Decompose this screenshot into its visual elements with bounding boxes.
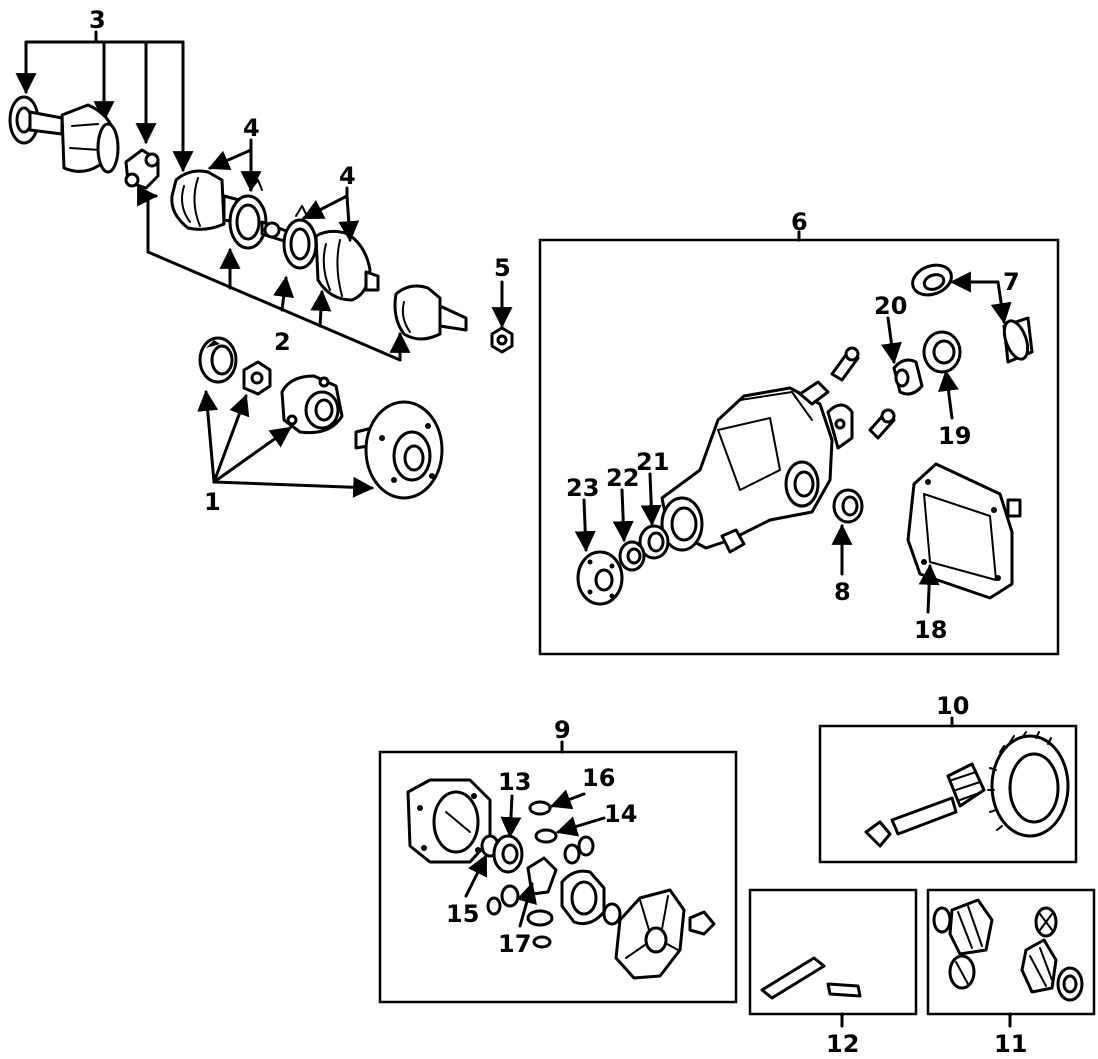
side-seal-19 xyxy=(922,330,962,420)
callout-15: 15 xyxy=(446,900,479,928)
wheel-hub-flange xyxy=(354,400,444,500)
callout-6: 6 xyxy=(791,208,808,236)
callout-10: 10 xyxy=(936,692,969,720)
outer-joint-stub xyxy=(393,284,468,341)
tripod-joint xyxy=(124,148,160,190)
differential-case-box xyxy=(378,740,738,1004)
callout-12: 12 xyxy=(826,1030,859,1058)
callout-7: 7 xyxy=(1003,268,1020,296)
callout-21: 21 xyxy=(636,448,669,476)
callout-4-right: 4 xyxy=(339,162,356,190)
axle-shaft-assembly xyxy=(8,30,468,362)
callout-3: 3 xyxy=(89,6,106,34)
pinion-bearing-22 xyxy=(612,488,646,572)
callout-5: 5 xyxy=(494,254,511,282)
callout-17: 17 xyxy=(498,930,531,958)
rear-cover-18 xyxy=(906,462,1022,614)
differential-carrier xyxy=(660,380,854,554)
bearing-housing xyxy=(280,374,344,435)
diff-case-half-right xyxy=(614,888,716,980)
axle-nut xyxy=(490,280,514,354)
pinion-gears-11 xyxy=(932,898,1084,1002)
callout-2: 2 xyxy=(274,328,291,356)
callout-8: 8 xyxy=(834,578,851,606)
callout-16: 16 xyxy=(582,764,615,792)
callout-4-left: 4 xyxy=(243,114,260,142)
callout-20: 20 xyxy=(874,292,907,320)
hub-nut xyxy=(242,360,272,396)
differential-assembly-box xyxy=(538,230,1060,656)
callout-19: 19 xyxy=(938,422,971,450)
callout-9: 9 xyxy=(554,716,571,744)
breather-plug-20 xyxy=(881,316,924,396)
callout-23: 23 xyxy=(566,474,599,502)
pinion-shaft-17 xyxy=(516,856,558,928)
side-gear-right xyxy=(560,869,622,926)
gasket-12 xyxy=(760,956,862,1000)
hub-bearing-group xyxy=(197,336,444,500)
callout-14: 14 xyxy=(604,800,637,828)
callout-11: 11 xyxy=(994,1030,1027,1058)
gasket-box xyxy=(748,888,918,1028)
axle-seal-8 xyxy=(831,488,864,576)
ring-pinion-box xyxy=(818,716,1078,864)
boot-clamp-1 xyxy=(228,179,268,250)
outer-cv-joint-housing xyxy=(60,103,120,174)
callout-1: 1 xyxy=(204,488,221,516)
gear-set-box xyxy=(926,888,1096,1028)
washer-14 xyxy=(534,816,606,844)
hub-bearing xyxy=(198,336,238,384)
companion-flange-23 xyxy=(574,498,624,606)
callout-18: 18 xyxy=(914,616,947,644)
pinion-gear xyxy=(864,762,986,848)
small-gears xyxy=(486,835,595,949)
ring-gear xyxy=(987,731,1070,838)
callout-22: 22 xyxy=(606,464,639,492)
outer-boot xyxy=(314,229,380,302)
side-bearing-race-7 xyxy=(911,263,1034,364)
side-gear-13 xyxy=(492,794,524,874)
mounting-bolts xyxy=(830,346,896,440)
pinion-seal-21 xyxy=(638,472,670,560)
diff-case-half-left xyxy=(406,778,492,864)
callout-labels: 1 2 3 4 4 5 6 7 8 9 10 11 12 13 14 15 16… xyxy=(89,6,1027,1058)
outer-cv-joint-flange xyxy=(8,95,64,145)
callout-13: 13 xyxy=(498,768,531,796)
washer-16 xyxy=(528,789,586,816)
